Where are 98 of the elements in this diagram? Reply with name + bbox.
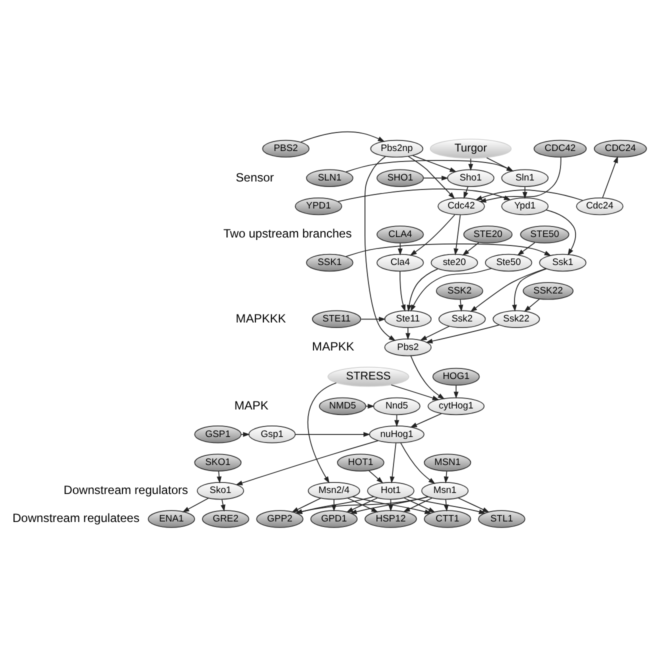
arrow: [220, 499, 226, 512]
label: Downstream regulatees: [12, 511, 140, 526]
node-ellipse: STRESS: [328, 366, 410, 387]
label: Downstream regulators: [64, 483, 188, 498]
arrow: [390, 442, 396, 484]
node-ellipse: STE50: [520, 226, 570, 244]
node-ellipse: Ste11: [384, 310, 432, 328]
node-ellipse: NMD5: [318, 397, 366, 416]
arrow: [462, 242, 480, 256]
node-ellipse: Ste50: [484, 254, 532, 272]
arrow: [307, 382, 337, 484]
node-ellipse: ste20: [430, 254, 478, 272]
arrow: [426, 324, 500, 344]
arrow: [407, 496, 486, 514]
arrow: [470, 268, 546, 312]
label: MAPKK: [312, 340, 354, 354]
node-ellipse: PBS2: [262, 140, 310, 158]
arrow: [410, 214, 456, 256]
node-ellipse: CLA4: [376, 226, 424, 244]
node-ellipse: Cdc24: [576, 197, 624, 216]
node-ellipse: Gsp1: [248, 426, 296, 444]
arrow: [512, 268, 547, 312]
node-ellipse: GRE2: [202, 510, 250, 528]
arrow: [444, 499, 449, 512]
node-ellipse: HSP12: [364, 510, 417, 528]
arrow: [486, 157, 514, 172]
arrow: [345, 160, 514, 172]
arrow: [458, 498, 490, 512]
arrow: [454, 385, 459, 399]
arrow: [295, 432, 370, 437]
arrow: [400, 270, 406, 312]
node-ellipse: Cdc42: [438, 197, 485, 216]
arrow: [182, 498, 209, 512]
node-ellipse: Ypd1: [501, 197, 549, 216]
node-ellipse: STE20: [463, 226, 512, 244]
node-ellipse: SSK2: [436, 282, 484, 300]
node-ellipse: Turgor: [430, 138, 512, 159]
node-ellipse: Sho1: [447, 169, 494, 187]
arrow: [216, 470, 222, 484]
node-ellipse: Msn2/4: [308, 482, 360, 500]
arrow: [400, 442, 436, 484]
node-ellipse: Ssk1: [539, 254, 586, 272]
arrow: [368, 470, 384, 484]
node-ellipse: Hot1: [367, 482, 414, 500]
node-ellipse: YPD1: [294, 197, 342, 216]
arrow: [240, 432, 250, 437]
arrow: [458, 299, 464, 312]
arrow: [420, 326, 450, 341]
node-ellipse: Sln1: [501, 169, 549, 187]
node-ellipse: GSP1: [194, 426, 242, 444]
node-ellipse: Ssk22: [492, 310, 540, 328]
node-ellipse: SHO1: [376, 169, 424, 187]
node-ellipse: SSK1: [306, 254, 354, 272]
arrow: [479, 156, 562, 203]
node-ellipse: Nnd5: [373, 397, 420, 416]
arrow: [295, 496, 429, 514]
arrow: [295, 496, 374, 514]
node-ellipse: SKO1: [194, 454, 242, 472]
node-ellipse: HOG1: [432, 368, 480, 386]
node-ellipse: Pbs2np: [370, 140, 424, 158]
label: Sensor: [236, 170, 274, 184]
arrow: [412, 155, 457, 172]
arrow: [423, 176, 448, 181]
arrow: [406, 268, 438, 312]
arrow: [546, 210, 576, 256]
arrow: [410, 413, 442, 428]
node-ellipse: ENA1: [148, 510, 196, 528]
label: Two upstream branches: [223, 226, 352, 241]
arrow: [332, 499, 336, 512]
arrow: [602, 156, 618, 198]
node-ellipse: nuHog1: [369, 426, 424, 444]
arrow: [475, 189, 584, 201]
arrow: [408, 156, 455, 199]
node-ellipse: Cla4: [376, 254, 424, 272]
arrow: [454, 214, 461, 256]
node-ellipse: cytHog1: [428, 397, 485, 416]
arrow: [338, 188, 511, 202]
arrow: [410, 268, 492, 312]
arrow: [364, 156, 396, 342]
arrow: [236, 440, 378, 486]
node-ellipse: CDC42: [534, 140, 587, 158]
node-ellipse: SSK22: [522, 282, 574, 300]
arrow: [524, 298, 540, 312]
arrow: [517, 242, 536, 256]
node-ellipse: Ssk2: [438, 310, 486, 328]
node-ellipse: HOT1: [337, 454, 384, 472]
node-ellipse: SLN1: [306, 169, 354, 187]
node-ellipse: STE11: [312, 310, 362, 328]
arrow: [406, 327, 410, 340]
arrow: [300, 132, 385, 142]
label: MAPK: [234, 398, 268, 412]
arrow: [410, 356, 445, 400]
arrow: [292, 498, 322, 512]
label: MAPKKK: [236, 311, 286, 326]
node-ellipse: Msn1: [421, 482, 469, 500]
node-ellipse: MSN1: [424, 454, 472, 472]
arrow: [360, 316, 386, 322]
node-ellipse: CDC24: [594, 140, 647, 158]
